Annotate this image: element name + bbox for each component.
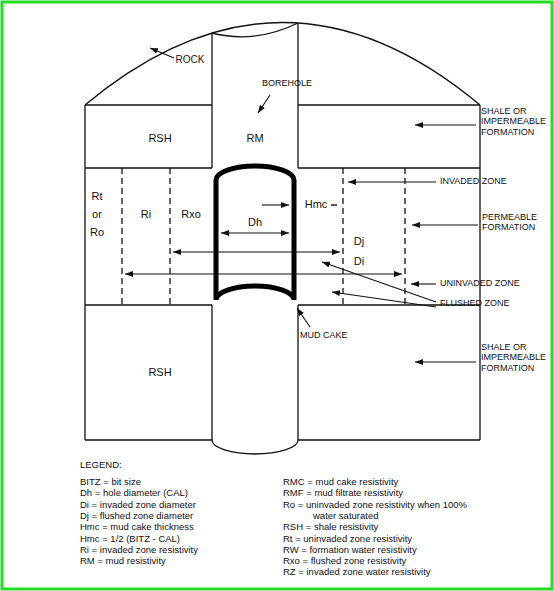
shale-band: RSH xyxy=(145,365,174,379)
legend-entry: RMC = mud cake resistivity xyxy=(283,477,398,488)
bed-boundary xyxy=(85,167,212,168)
dimension-tick xyxy=(331,204,337,205)
zone-label: PERMEABLE FORMATION xyxy=(482,212,550,233)
zone-label: INVADED ZONE xyxy=(440,176,507,186)
resistivity-label: Rt xyxy=(92,190,103,203)
borehole-wall xyxy=(297,23,298,168)
leader-arrow xyxy=(322,262,436,302)
rock-dome xyxy=(85,23,480,106)
borehole-mouth xyxy=(212,23,298,37)
bed-boundary xyxy=(85,104,212,105)
section-edge xyxy=(479,105,480,440)
dimension-label: Hmc xyxy=(305,198,328,211)
leader-arrow xyxy=(411,283,436,284)
bed-boundary xyxy=(298,104,480,105)
zone-label: SHALE OR IMPERMEABLE FORMATION xyxy=(481,106,549,137)
region-label: RSH xyxy=(148,132,171,144)
leader-arrow xyxy=(412,224,478,225)
legend-entry: BITZ = bit size xyxy=(80,477,141,488)
leader-arrow xyxy=(415,124,476,125)
resistivity-label: Ro xyxy=(90,226,104,239)
borehole-wall xyxy=(211,305,212,440)
legend-entry: Hmc = mud cake thickness xyxy=(80,522,194,533)
dimension-arrow xyxy=(221,232,289,233)
legend-entry: Rxo = flushed zone resistivity xyxy=(283,556,406,567)
legend-entry: RMF = mud filtrate resistivity xyxy=(283,488,403,499)
borehole-mud: RM xyxy=(243,131,266,145)
legend-entry: RZ = invaded zone water resistivity xyxy=(283,567,431,578)
leader-arrow xyxy=(150,48,174,58)
zone-label: SHALE OR IMPERMEABLE FORMATION xyxy=(481,342,549,373)
leader-arrow xyxy=(258,95,270,113)
region-label: RM xyxy=(246,132,263,144)
invaded-boundary xyxy=(404,168,405,305)
bed-boundary xyxy=(298,167,480,168)
part-label: MUD CAKE xyxy=(300,330,348,340)
zone-label: FLUSHED ZONE xyxy=(440,298,510,308)
borehole-wall xyxy=(297,305,298,440)
resistivity-label: Rxo xyxy=(181,208,201,221)
leader-arrow xyxy=(332,292,436,307)
bed-boundary xyxy=(85,304,212,305)
leader-arrow xyxy=(415,361,476,362)
dimension-label: Dh xyxy=(248,216,262,229)
dimension-label: Dj xyxy=(354,235,364,248)
resistivity-label: or xyxy=(92,208,102,221)
region-label: RSH xyxy=(148,366,171,378)
leader-arrow xyxy=(297,308,310,327)
flushed-boundary xyxy=(342,168,343,305)
legend-entry: Ro = uninvaded zone resistivity when 100… xyxy=(283,500,479,522)
legend-entry: RM = mud resistivity xyxy=(80,556,166,567)
dimension-label: Di xyxy=(354,255,364,268)
mud-cake xyxy=(216,166,294,300)
section-edge xyxy=(84,105,85,440)
legend-entry: Ri = invaded zone resistivity xyxy=(80,545,198,556)
zone-label: UNINVADED ZONE xyxy=(440,278,520,288)
hole-bottom xyxy=(85,440,480,454)
dimension-arrow xyxy=(125,273,402,274)
legend-entry: Di = invaded zone diameter xyxy=(80,500,196,511)
borehole-wall xyxy=(211,33,212,168)
legend-entry: Hmc = 1/2 (BITZ - CAL) xyxy=(80,534,180,545)
legend-entry: Dj = flushed zone diameter xyxy=(80,511,193,522)
flushed-boundary xyxy=(169,168,170,305)
part-label: BOREHOLE xyxy=(262,78,312,88)
invaded-boundary xyxy=(121,168,122,305)
shale-band: RSH xyxy=(145,131,174,145)
leader-arrow xyxy=(348,181,436,182)
dimension-arrow xyxy=(173,251,340,252)
legend-entry: RSH = shale resistivity xyxy=(283,522,378,533)
legend-heading: LEGEND: xyxy=(80,460,122,471)
part-label: ROCK xyxy=(176,54,205,66)
dimension-arrow xyxy=(262,204,289,205)
legend-entry: Rt = uninvaded zone resistivity xyxy=(283,534,412,545)
legend-entry: Dh = hole diameter (CAL) xyxy=(80,488,188,499)
legend-entry: RW = formation water resistivity xyxy=(283,545,417,556)
resistivity-label: Ri xyxy=(141,208,151,221)
